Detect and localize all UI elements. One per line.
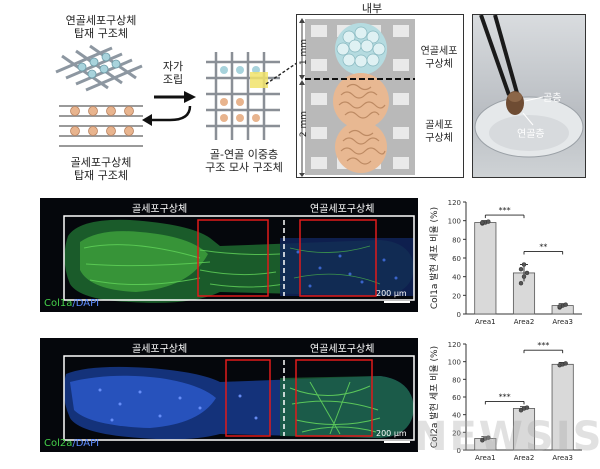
col2a-left-title: 골세포구상체: [132, 344, 188, 355]
bilayer-scaffold-label: 골-연골 이중층 구조 모사 구조체: [188, 148, 300, 174]
col2a-right-title: 연골세포구상체: [310, 344, 375, 355]
bone-sphere-label-line2: 구상체: [425, 133, 453, 144]
photo-cartilage-label: 연골층: [517, 129, 545, 140]
y-tick-label: 120: [448, 341, 461, 349]
x-tick-label: Area1: [475, 454, 496, 462]
y-tick-label: 0: [457, 311, 461, 319]
col2a-micrograph-image: [63, 355, 415, 443]
y-tick-label: 80: [452, 236, 461, 244]
data-point: [518, 280, 524, 286]
x-tick-label: Area2: [514, 454, 535, 462]
cartilage-sphere-label-line1: 연골세포: [420, 46, 458, 57]
significance-label: **: [539, 242, 547, 251]
col1a-stain-name: Col1a: [44, 298, 73, 309]
y-tick-label: 100: [448, 218, 461, 226]
tissue-photo-image: [473, 15, 585, 177]
y-tick-label: 20: [452, 292, 461, 300]
data-point: [486, 219, 491, 224]
photo-bone-label: 골층: [543, 93, 562, 104]
significance-label: ***: [499, 206, 511, 215]
data-point: [557, 304, 562, 309]
bone-spheroid-bottom: [335, 121, 387, 173]
significance-label: ***: [499, 392, 511, 401]
assembly-label-line2: 조립: [162, 73, 184, 86]
y-tick-label: 0: [457, 447, 461, 455]
col1a-micrograph-image: [63, 215, 415, 303]
return-arrow-icon: [142, 105, 192, 126]
scale-top-label: 1 mm: [299, 39, 309, 66]
data-point: [518, 266, 524, 272]
y-tick-label: 60: [452, 255, 461, 263]
col2a-dapi-name: /DAPI: [72, 438, 100, 449]
assembly-label: 자가 조립: [154, 60, 192, 86]
y-axis-label: Col2a 발현 세포 비율 (%): [429, 346, 440, 448]
data-point: [480, 220, 485, 225]
col2a-stain-label: Col2a/DAPI: [44, 438, 99, 449]
y-tick-label: 60: [452, 394, 461, 402]
assembly-label-line1: 자가: [162, 60, 184, 73]
cartilage-scaffold-label-line2: 탑재 구조체: [73, 27, 129, 40]
cartilage-scaffold-label: 연골세포구상체 탑재 구조체: [36, 14, 166, 40]
col1a-stain-label: Col1a/DAPI: [44, 298, 99, 309]
bone-scaffold-label: 골세포구상체 탑재 구조체: [36, 156, 166, 182]
inner-structure-panel: 1 mm 2 mm 연골세포 구상체 골세포 구상체: [296, 14, 464, 178]
bone-sphere-label-line1: 골세포: [425, 120, 453, 131]
y-tick-label: 120: [448, 199, 461, 207]
bone-scaffold-drawing: [59, 105, 143, 147]
cartilage-scaffold-drawing: [55, 44, 143, 92]
bar: [474, 222, 497, 315]
col2a-micrograph: 골세포구상체 연골세포구상체 Col2a/DAPI 200 μm: [40, 338, 418, 452]
data-point: [524, 405, 530, 410]
data-point: [486, 435, 491, 440]
x-tick-label: Area2: [514, 318, 535, 326]
y-tick-label: 40: [452, 274, 461, 282]
scale-arrows: [299, 18, 305, 177]
y-tick-label: 40: [452, 412, 461, 420]
data-point: [521, 274, 527, 279]
col1a-left-title: 골세포구상체: [132, 204, 188, 215]
x-tick-label: Area1: [475, 318, 496, 326]
col2a-stain-name: Col2a: [44, 438, 73, 449]
bone-scaffold-label-line2: 탑재 구조체: [73, 169, 129, 182]
significance-label: ***: [537, 341, 549, 350]
cartilage-sphere-label-line2: 구상체: [425, 59, 453, 70]
col1a-scalebar-label: 200 μm: [376, 289, 407, 298]
assembly-arrow-icon: [154, 91, 196, 103]
col1a-right-title: 연골세포구상체: [310, 204, 375, 215]
x-tick-label: Area3: [552, 454, 573, 462]
y-tick-label: 100: [448, 359, 461, 367]
y-tick-label: 20: [452, 429, 461, 437]
bone-sphere-label: 골세포 구상체: [415, 119, 463, 145]
inner-title: 내부: [361, 2, 383, 15]
bone-spheroid-top: [333, 73, 389, 129]
y-tick-label: 80: [452, 376, 461, 384]
col2a-scalebar-label: 200 μm: [376, 429, 407, 438]
scale-bottom-label: 2 mm: [299, 111, 309, 138]
tissue-photo: 골층 연골층: [472, 14, 586, 178]
data-point: [563, 361, 568, 366]
col1a-dapi-name: /DAPI: [72, 298, 100, 309]
data-point: [524, 270, 530, 276]
bilayer-label-line2: 구조 모사 구조체: [205, 161, 283, 174]
cartilage-scaffold-label-line1: 연골세포구상체: [65, 14, 137, 27]
col1a-micrograph: 골세포구상체 연골세포구상체 Col1a/DAPI 200 μm: [40, 198, 418, 312]
inner-grid: [305, 19, 415, 175]
y-axis-label: Col1a 발현 세포 비율 (%): [429, 207, 440, 309]
x-tick-label: Area3: [552, 318, 573, 326]
data-point: [521, 262, 527, 267]
cartilage-spheroid: [335, 23, 387, 75]
bilayer-label-line1: 골-연골 이중층: [209, 148, 279, 161]
watermark: NEWSIS: [414, 414, 600, 460]
cartilage-sphere-label: 연골세포 구상체: [415, 45, 463, 71]
bilayer-scaffold-drawing: [206, 52, 280, 140]
bone-scaffold-label-line1: 골세포구상체: [70, 156, 132, 169]
data-point: [563, 302, 568, 307]
